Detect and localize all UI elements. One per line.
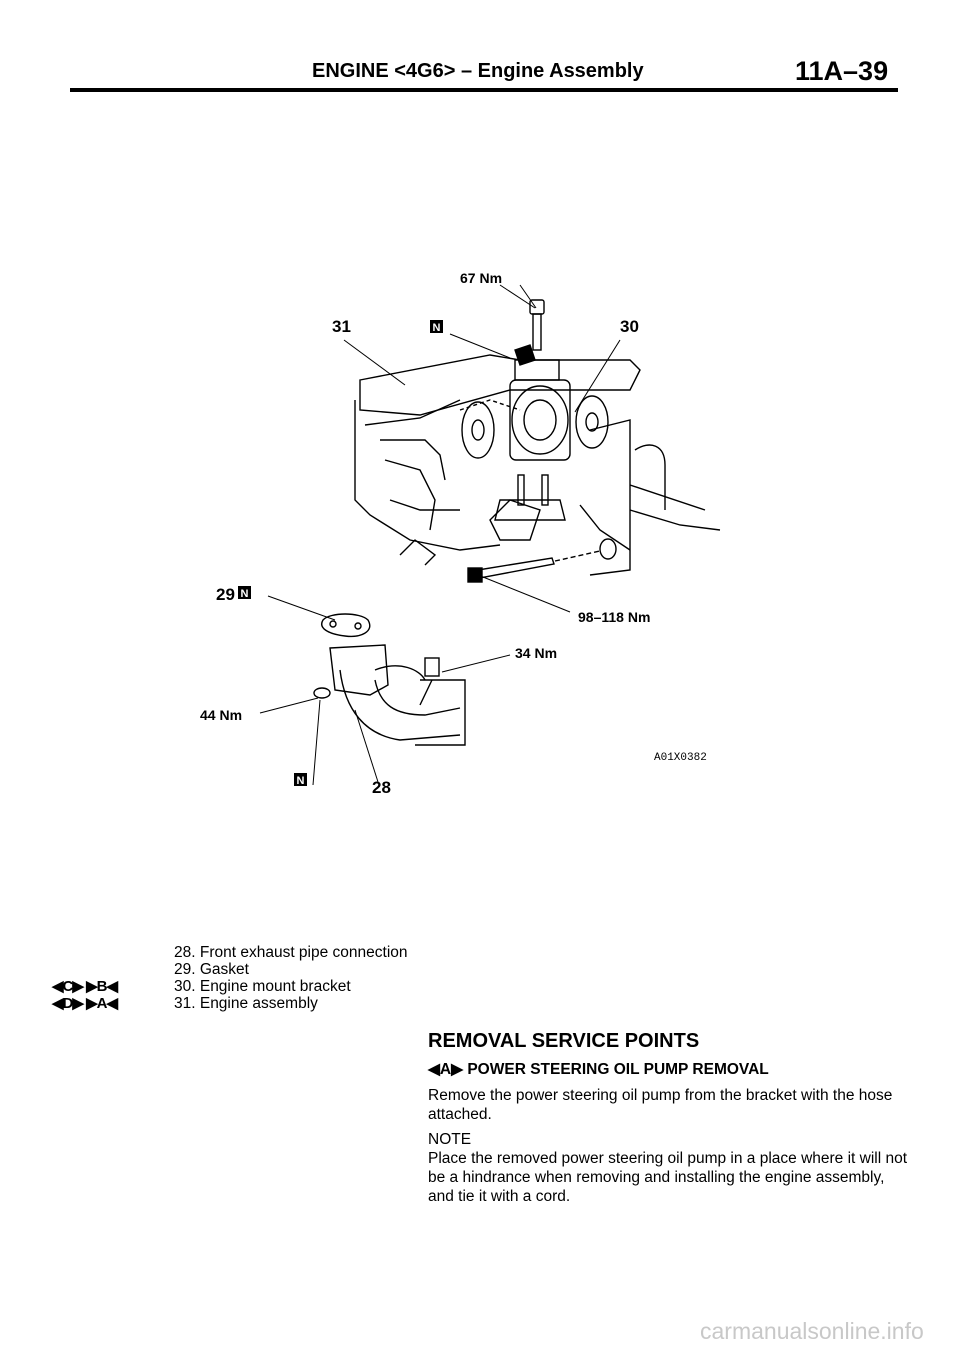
gasket-drawing	[321, 613, 371, 638]
engine-mount-bracket-drawing	[461, 359, 609, 521]
n-symbol-gasket	[238, 586, 251, 599]
note-label: NOTE	[428, 1131, 472, 1148]
header-title: ENGINE <4G6> – Engine Assembly	[312, 60, 644, 82]
part-markers: ◀C▶ ▶B◀	[52, 978, 118, 995]
part-label: 28. Front exhaust pipe connection	[174, 944, 408, 961]
leader-lines	[259, 284, 621, 786]
removal-instruction: Remove the power steering oil pump from …	[428, 1087, 893, 1123]
part-markers: ◀D▶ ▶A◀	[52, 995, 118, 1012]
torque-34: 34 Nm	[515, 645, 557, 661]
part-label: 30. Engine mount bracket	[174, 978, 351, 995]
part-label: 31. Engine assembly	[174, 995, 318, 1012]
n-symbol-top-label: N	[433, 322, 441, 334]
section-title: REMOVAL SERVICE POINTS	[428, 1030, 700, 1052]
n-symbol-top	[430, 320, 443, 333]
callout-30: 30	[620, 317, 639, 336]
callout-31: 31	[332, 317, 351, 336]
through-bolt-drawing	[467, 538, 617, 583]
figure-code: A01X0382	[654, 752, 707, 764]
callout-28: 28	[372, 778, 391, 797]
torque-44: 44 Nm	[200, 707, 242, 723]
exhaust-pipe-drawing	[313, 644, 466, 746]
page-number: 11A–39	[795, 56, 889, 86]
n-symbol-pipe	[294, 773, 307, 786]
top-bolt-drawing	[514, 299, 545, 366]
header-rule	[70, 88, 898, 92]
engine-block-drawing	[354, 354, 721, 576]
watermark: carmanualsonline.info	[700, 1318, 924, 1344]
section-subtitle: ◀A▶ POWER STEERING OIL PUMP REMOVAL	[428, 1061, 769, 1078]
n-symbol-pipe-label: N	[297, 775, 305, 787]
torque-98-118: 98–118 Nm	[578, 609, 650, 625]
torque-67: 67 Nm	[460, 270, 502, 286]
engine-mount-diagram: 67 Nm 31 N 30 29 N 98–118 Nm 34 Nm 44 Nm…	[200, 270, 721, 797]
callout-29: 29	[216, 585, 235, 604]
note-text: Place the removed power steering oil pum…	[428, 1150, 908, 1205]
part-label: 29. Gasket	[174, 961, 249, 978]
n-symbol-gasket-label: N	[241, 588, 249, 600]
